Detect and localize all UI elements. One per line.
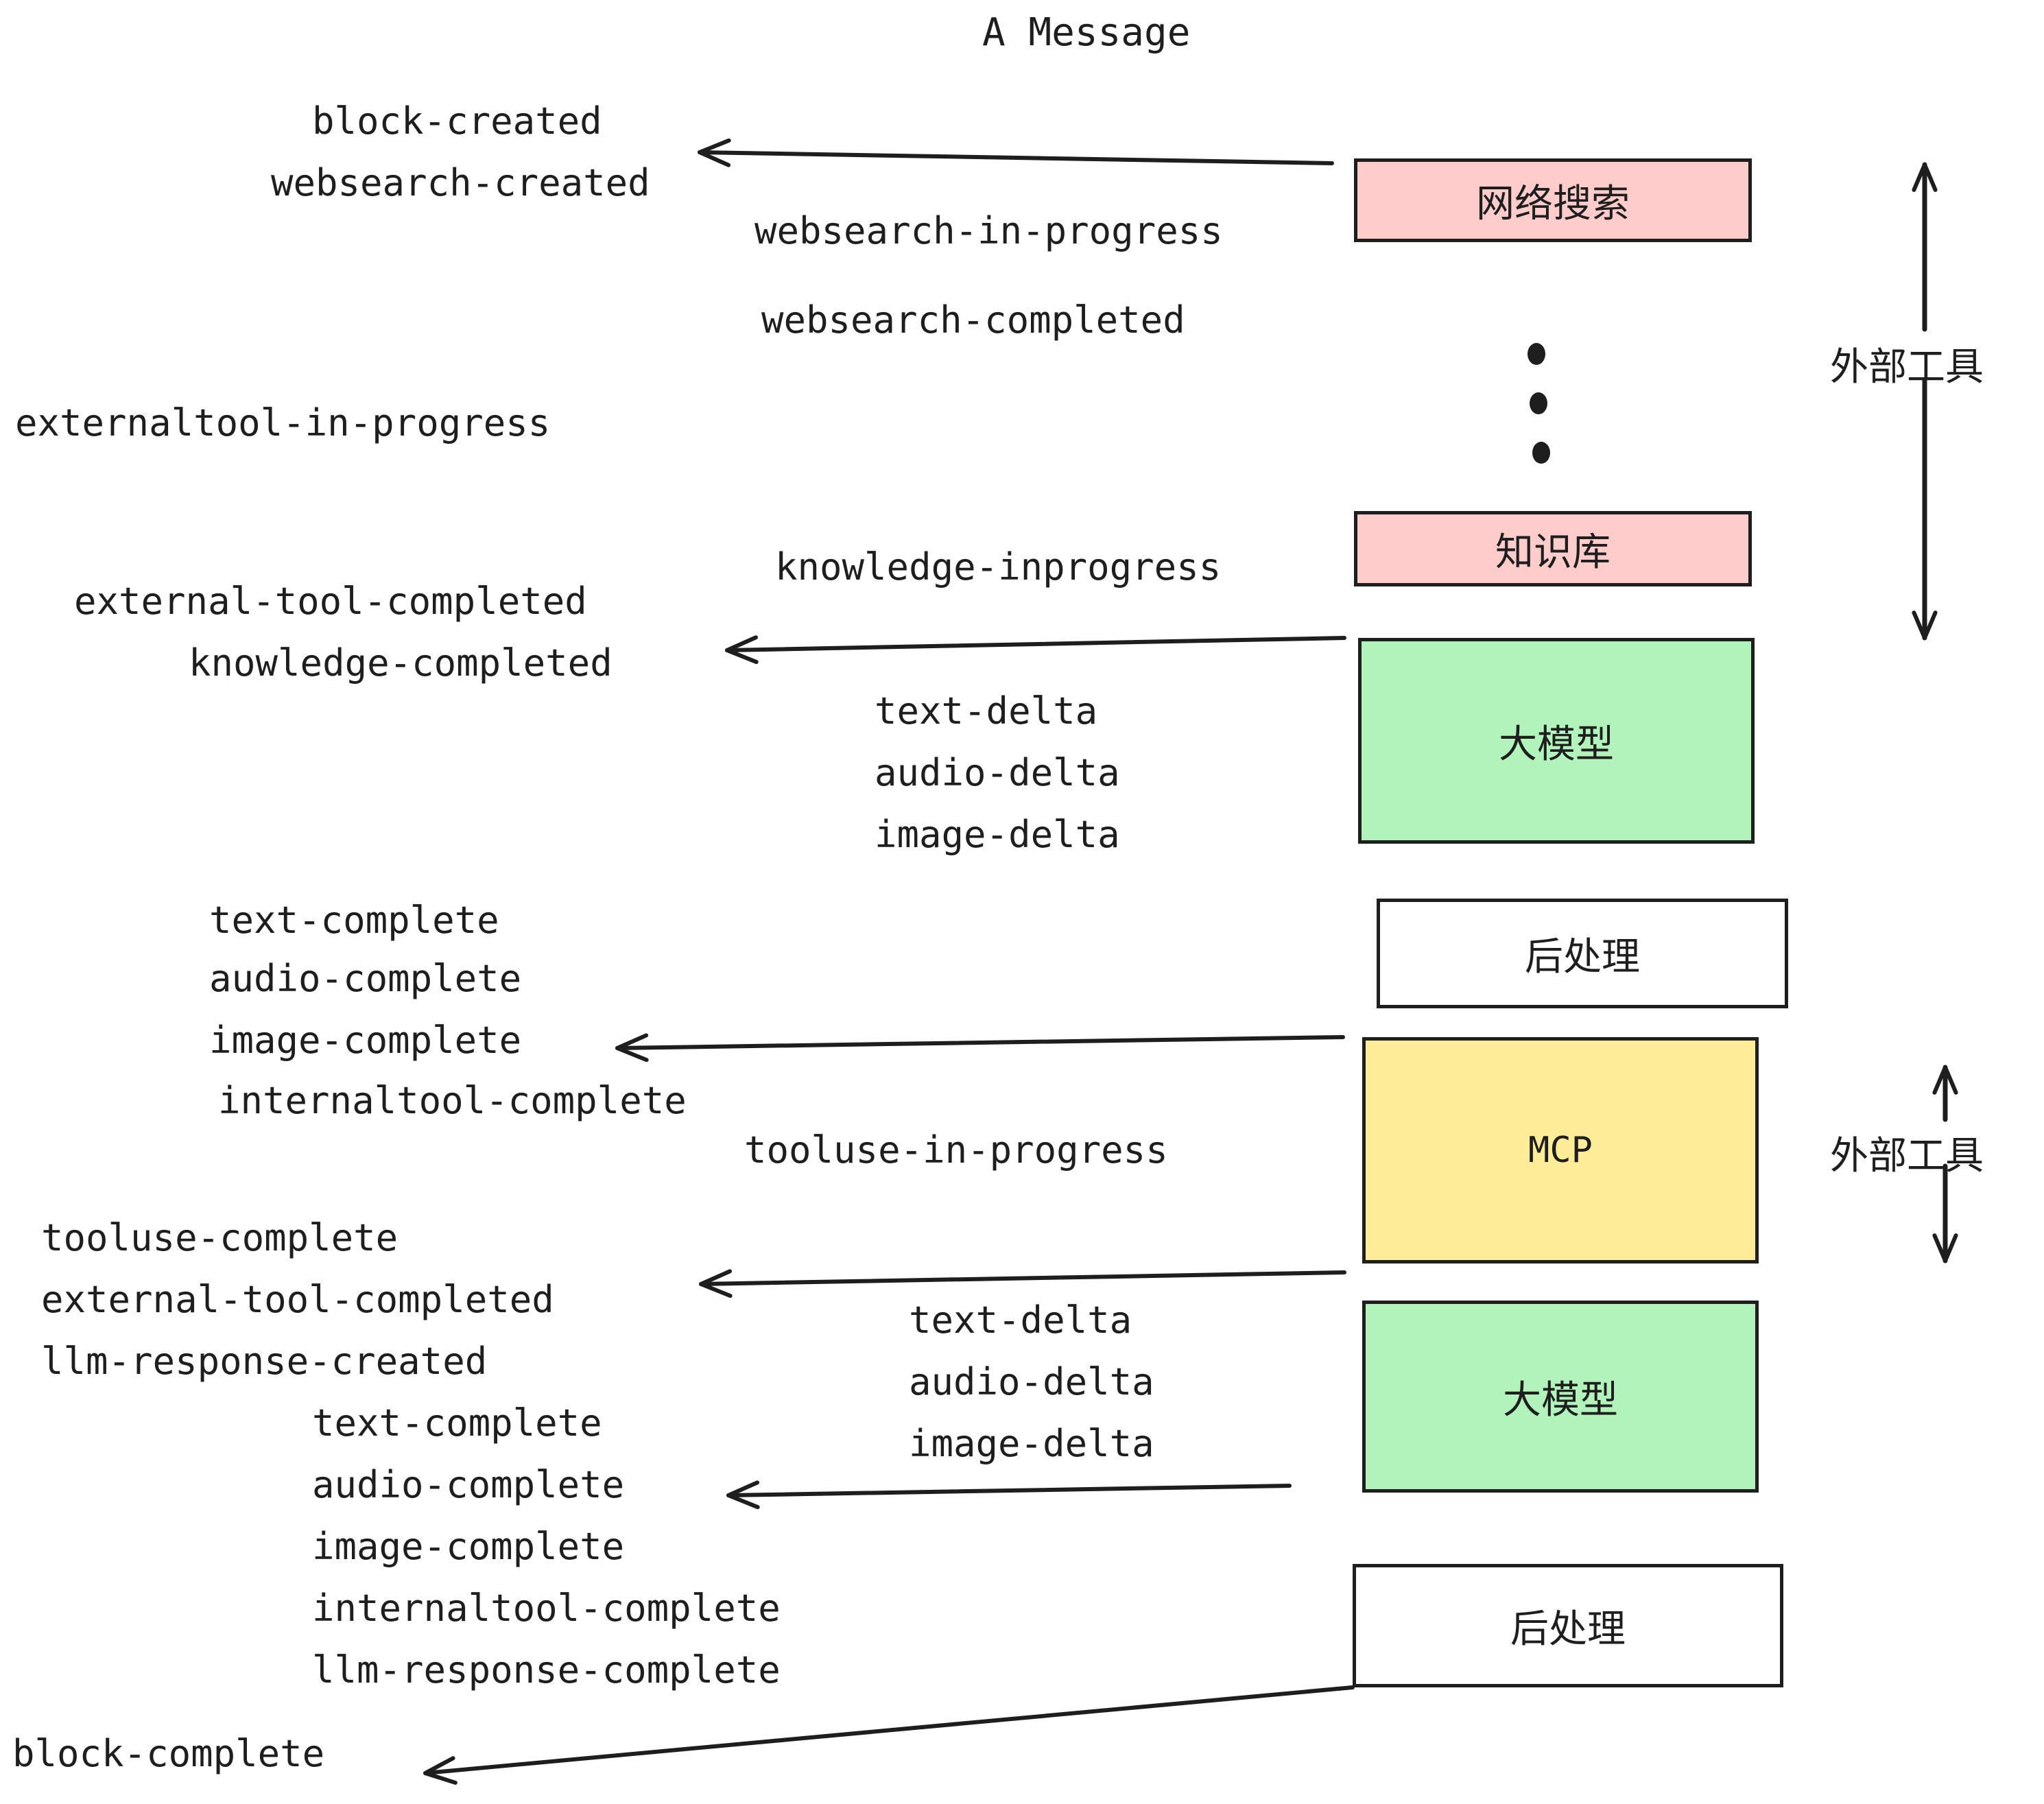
- event-label-internaltool-complete-1: internaltool-complete: [218, 1079, 687, 1122]
- node-box-knowledge: [1354, 511, 1752, 586]
- ellipsis-dot-1: [1528, 343, 1545, 365]
- arrow-audio-complete-line: [726, 1484, 1292, 1497]
- event-label-websearch-completed: websearch-completed: [761, 298, 1185, 342]
- event-label-externaltool-in-progress: externaltool-in-progress: [15, 401, 551, 444]
- arrow-knowledge-line: [725, 636, 1346, 652]
- event-label-text-delta-1: text-delta: [875, 689, 1098, 733]
- event-label-image-complete-1: image-complete: [209, 1019, 522, 1062]
- node-label-postproc-1: 后处理: [1525, 934, 1640, 980]
- ext-tool-arrow-up-bot-head: [1932, 1065, 1958, 1095]
- event-label-websearch-created: websearch-created: [271, 161, 650, 204]
- node-label-knowledge: 知识库: [1495, 530, 1611, 575]
- arrow-image-complete-line: [615, 1035, 1345, 1050]
- event-label-knowledge-completed: knowledge-completed: [189, 641, 613, 685]
- node-box-llm-2: [1362, 1301, 1759, 1493]
- ellipsis-dot-3: [1532, 442, 1550, 464]
- event-label-audio-complete-1: audio-complete: [209, 957, 522, 1000]
- ext-tool-arrow-down-bot-head: [1932, 1233, 1958, 1263]
- event-label-audio-delta-1: audio-delta: [875, 751, 1120, 794]
- event-label-audio-complete-2: audio-complete: [312, 1463, 625, 1506]
- side-label-ext-tool-top: 外部工具: [1830, 345, 1984, 390]
- arrow-tooluse-head: [699, 1269, 733, 1298]
- node-label-llm-1: 大模型: [1499, 722, 1614, 767]
- node-label-postproc-2: 后处理: [1510, 1606, 1626, 1652]
- event-label-internaltool-complete-2: internaltool-complete: [312, 1587, 781, 1630]
- node-label-llm-2: 大模型: [1503, 1377, 1618, 1423]
- node-box-websearch: [1354, 158, 1752, 242]
- page-title: A Message: [982, 10, 1191, 55]
- node-label-mcp: MCP: [1528, 1130, 1593, 1171]
- node-box-llm-1: [1358, 638, 1755, 844]
- event-label-image-delta-1: image-delta: [875, 813, 1120, 856]
- event-label-text-complete-1: text-complete: [209, 899, 499, 942]
- event-label-block-complete: block-complete: [12, 1732, 325, 1775]
- event-label-image-delta-2: image-delta: [909, 1422, 1154, 1465]
- arrow-block-complete-line: [423, 1685, 1355, 1775]
- event-label-tooluse-in-progress: tooluse-in-progress: [744, 1128, 1168, 1172]
- event-label-websearch-in-progress: websearch-in-progress: [754, 209, 1223, 252]
- event-label-text-delta-2: text-delta: [909, 1298, 1132, 1342]
- arrow-block-complete-head: [423, 1756, 457, 1785]
- event-label-external-tool-completed-2: external-tool-completed: [41, 1278, 554, 1321]
- node-box-postproc-2: [1353, 1564, 1783, 1687]
- arrow-knowledge-head: [725, 635, 759, 665]
- side-label-ext-tool-bottom: 外部工具: [1830, 1134, 1984, 1178]
- node-label-websearch: 网络搜索: [1476, 181, 1630, 226]
- event-label-llm-response-complete: llm-response-complete: [312, 1648, 781, 1692]
- arrow-block-created-head: [698, 138, 731, 167]
- event-label-image-complete-2: image-complete: [312, 1525, 625, 1568]
- event-label-external-tool-completed: external-tool-completed: [74, 580, 587, 623]
- arrow-audio-complete-head: [726, 1480, 760, 1510]
- ext-tool-arrow-down-top-head: [1912, 610, 1938, 640]
- arrow-image-complete-head: [615, 1033, 649, 1063]
- event-label-tooluse-complete: tooluse-complete: [41, 1216, 399, 1259]
- event-label-block-created: block-created: [312, 99, 602, 143]
- node-box-mcp: [1362, 1037, 1759, 1263]
- event-label-audio-delta-2: audio-delta: [909, 1360, 1154, 1403]
- arrow-block-created-line: [698, 150, 1334, 165]
- event-label-text-complete-2: text-complete: [312, 1401, 602, 1445]
- ext-tool-arrow-up-top-head: [1912, 163, 1938, 192]
- event-label-knowledge-inprogress: knowledge-inprogress: [775, 545, 1222, 589]
- arrow-tooluse-line: [699, 1270, 1346, 1286]
- event-label-llm-response-created: llm-response-created: [41, 1340, 488, 1383]
- ellipsis-dot-2: [1530, 392, 1547, 414]
- node-box-postproc-1: [1377, 899, 1788, 1008]
